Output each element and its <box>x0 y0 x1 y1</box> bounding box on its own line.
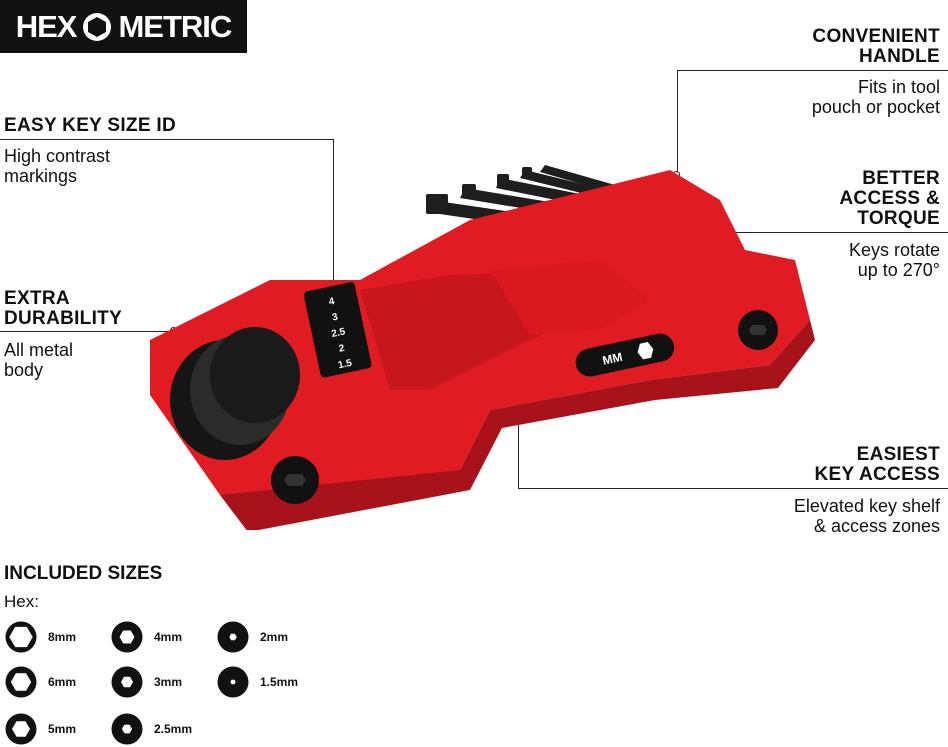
hex-8mm-icon <box>5 621 37 653</box>
size-item: 4mm <box>110 619 182 655</box>
size-item: 2.5mm <box>110 711 192 747</box>
size-id-description: High contrast markings <box>4 146 111 186</box>
brand-metric-text: METRIC <box>118 8 232 44</box>
mm-badge-text: MM <box>601 350 623 368</box>
hex-6mm-icon <box>5 666 37 698</box>
easiest-leader-line <box>518 488 948 489</box>
size-marking-3: 3 <box>331 312 339 324</box>
size-id-heading: EASY KEY SIZE ID <box>4 115 176 136</box>
brand-hex-text: HEX <box>15 8 78 44</box>
size-label: 5mm <box>48 722 77 736</box>
front-pivot-stack <box>170 327 300 460</box>
size-markings-label: 4 3 2.5 2 1.5 <box>303 282 372 378</box>
size-item: 2mm <box>216 619 288 655</box>
handle-leader-line <box>677 70 948 71</box>
hex-logo-icon <box>83 12 112 41</box>
size-label: 8mm <box>48 630 77 644</box>
handle-description: Fits in tool pouch or pocket <box>811 77 940 117</box>
size-item: 3mm <box>110 664 182 700</box>
access-description: Keys rotate up to 270° <box>848 240 940 280</box>
durability-leader-line <box>0 331 173 332</box>
hex-5mm-icon <box>5 713 37 745</box>
size-item: 5mm <box>4 711 76 747</box>
rear-screw <box>738 310 778 350</box>
access-leader-line <box>712 232 948 233</box>
size-label: 3mm <box>154 675 183 689</box>
size-item: 8mm <box>4 619 76 655</box>
handle-leader-drop <box>677 70 678 174</box>
hex-1-5mm-icon <box>217 666 249 698</box>
hex-2-5mm-icon <box>111 713 143 745</box>
front-screw <box>271 456 319 504</box>
size-id-leader-drop <box>333 139 334 292</box>
easiest-heading: EASIEST KEY ACCESS <box>814 444 940 485</box>
size-label: 6mm <box>48 675 77 689</box>
durability-description: All metal body <box>4 340 74 380</box>
size-label: 2.5mm <box>154 722 193 736</box>
durability-heading: EXTRA DURABILITY <box>4 288 123 329</box>
handle-heading: CONVENIENT HANDLE <box>812 26 940 67</box>
size-label: 2mm <box>260 630 289 644</box>
access-heading: BETTER ACCESS & TORQUE <box>839 168 940 229</box>
size-marking-2-5: 2.5 <box>330 326 346 340</box>
red-handle <box>150 170 815 530</box>
size-marking-1-5: 1.5 <box>337 358 353 372</box>
size-label: 1.5mm <box>260 675 299 689</box>
hex-3mm-icon <box>111 666 143 698</box>
size-marking-2: 2 <box>338 343 346 355</box>
mm-badge: MM <box>575 333 675 377</box>
size-item: 1.5mm <box>216 664 298 700</box>
mm-badge-hex-icon <box>637 342 654 360</box>
hex-2mm-icon <box>217 621 249 653</box>
hex-label: Hex: <box>4 592 39 611</box>
size-item: 6mm <box>4 664 76 700</box>
hex-4mm-icon <box>111 621 143 653</box>
folding-hex-key-set: 4 3 2.5 2 1.5 MM <box>150 165 815 530</box>
easiest-description: Elevated key shelf & access zones <box>793 496 940 536</box>
size-label: 4mm <box>154 630 183 644</box>
brand-logo: HEX METRIC <box>0 0 247 53</box>
size-id-leader-line <box>0 139 334 140</box>
size-marking-4: 4 <box>328 296 336 308</box>
included-sizes-heading: INCLUDED SIZES <box>4 563 163 584</box>
